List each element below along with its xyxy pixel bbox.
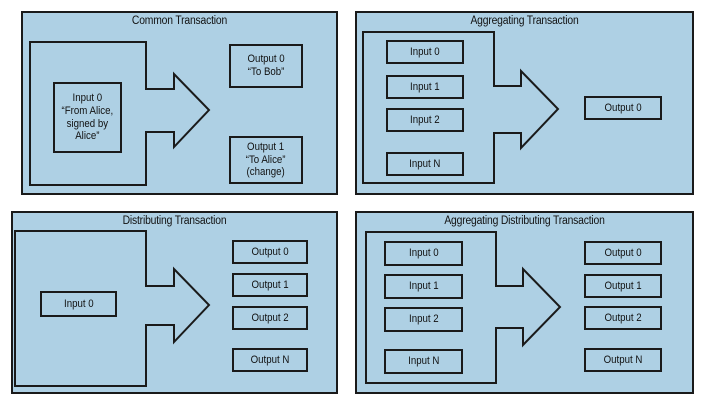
- output-0-label: Output 0 “To Bob”: [247, 53, 285, 78]
- flow-arrow: [362, 31, 560, 184]
- output-label: Output 2: [604, 311, 642, 324]
- output-label: Output 1: [604, 279, 642, 292]
- input-box: Input 0: [384, 241, 463, 266]
- input-label: Input 0: [410, 45, 440, 58]
- input-box: Input N: [386, 152, 464, 176]
- input-box: Input 1: [384, 274, 463, 299]
- input-label: Input 2: [410, 113, 440, 126]
- output-label: Output 0: [604, 101, 642, 114]
- input-box: Input 2: [384, 307, 463, 332]
- output-label: Output 1: [251, 278, 289, 291]
- output-box: Output 0 “To Bob”: [229, 44, 303, 88]
- input-box: Input 1: [386, 75, 464, 99]
- flow-arrow: [365, 231, 562, 384]
- input-box: Input 2: [386, 108, 464, 132]
- panel-distributing-transaction: Distributing Transaction Input 0 Output …: [11, 211, 338, 394]
- input-box: Input 0: [40, 291, 117, 317]
- output-1-label: Output 1 “To Alice” (change): [246, 140, 286, 179]
- panel-title: Aggregating Transaction: [470, 15, 579, 27]
- output-box: Output 1: [232, 273, 308, 297]
- input-label: Input 1: [408, 280, 439, 293]
- panel-aggregating-distributing-transaction: Aggregating Distributing Transaction Inp…: [355, 211, 694, 394]
- panel-aggregating-transaction: Aggregating Transaction Input 0 Input 1 …: [355, 11, 694, 195]
- panel-common-transaction: Common Transaction Input 0 “From Alice, …: [21, 11, 338, 195]
- input-box: Input 0: [386, 40, 464, 64]
- output-box: Output 0: [584, 96, 662, 120]
- input-0-label: Input 0 “From Alice, signed by Alice”: [61, 91, 114, 143]
- output-box: Output N: [232, 348, 308, 372]
- output-box: Output 0: [232, 240, 308, 264]
- output-box: Output 0: [584, 241, 662, 265]
- input-label: Input 0: [63, 297, 94, 310]
- panel-title: Distributing Transaction: [122, 215, 227, 227]
- input-label: Input N: [407, 355, 440, 368]
- output-box: Output 2: [232, 306, 308, 330]
- output-label: Output N: [603, 353, 643, 366]
- panel-title: Common Transaction: [131, 15, 228, 27]
- output-label: Output 2: [251, 311, 289, 324]
- output-label: Output N: [250, 353, 290, 366]
- output-box: Output 1: [584, 274, 662, 298]
- input-box: Input N: [384, 349, 463, 374]
- input-box: Input 0 “From Alice, signed by Alice”: [53, 82, 122, 153]
- panel-title: Aggregating Distributing Transaction: [444, 215, 605, 227]
- input-label: Input N: [409, 157, 441, 170]
- output-box: Output N: [584, 348, 662, 372]
- output-label: Output 0: [251, 245, 289, 258]
- output-label: Output 0: [604, 246, 642, 259]
- output-box: Output 1 “To Alice” (change): [229, 136, 303, 184]
- input-label: Input 0: [408, 247, 439, 260]
- output-box: Output 2: [584, 306, 662, 330]
- input-label: Input 2: [408, 313, 439, 326]
- input-label: Input 1: [410, 80, 440, 93]
